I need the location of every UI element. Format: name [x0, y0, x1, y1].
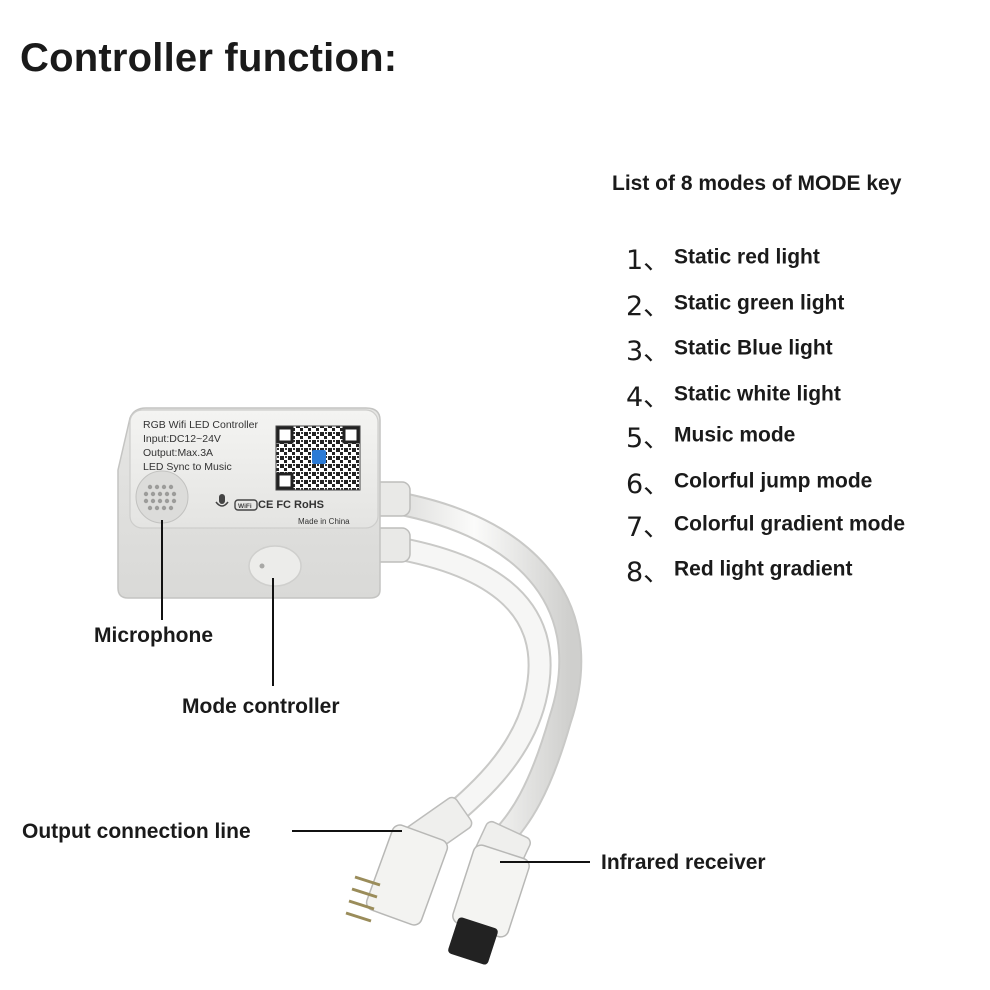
microphone-callout: Microphone — [94, 624, 213, 647]
mode-item: 6、Colorful jump mode — [626, 462, 872, 501]
wifi-icon: WiFi — [234, 499, 258, 511]
made-in-label: Made in China — [298, 517, 350, 526]
qr-code — [275, 425, 361, 491]
microphone-grille — [135, 470, 189, 524]
controller-box: RGB Wifi LED Controller Input:DC12~24V O… — [117, 407, 381, 599]
mode-number: 2、 — [626, 291, 671, 322]
output-line-callout: Output connection line — [22, 820, 251, 843]
mode-list: 1、Static red light 2、Static green light … — [626, 0, 986, 600]
cables — [366, 481, 583, 852]
mode-item: 2、Static green light — [626, 284, 844, 323]
mode-number: 3、 — [626, 336, 671, 367]
mode-item: 5、Music mode — [626, 416, 795, 455]
mode-button[interactable] — [248, 545, 302, 587]
mode-number: 6、 — [626, 469, 671, 500]
page-title: Controller function: — [20, 36, 398, 80]
leader-lines — [161, 520, 590, 863]
device-label: RGB Wifi LED Controller Input:DC12~24V O… — [143, 419, 350, 526]
svg-text:WiFi: WiFi — [238, 503, 252, 510]
mode-number: 7、 — [626, 512, 671, 543]
mode-label: Colorful gradient mode — [674, 512, 905, 536]
mode-label: Colorful jump mode — [674, 469, 873, 493]
output-connector — [345, 796, 473, 926]
modes-heading: List of 8 modes of MODE key — [612, 172, 902, 195]
mode-label: Static white light — [674, 382, 841, 406]
mode-controller-callout: Mode controller — [182, 695, 340, 718]
infrared-callout: Infrared receiver — [601, 851, 766, 874]
mode-number: 8、 — [626, 557, 671, 588]
mode-number: 4、 — [626, 382, 671, 413]
mode-item: 8、Red light gradient — [626, 550, 853, 589]
device-label-line: Input:DC12~24V — [143, 433, 221, 445]
microphone-icon — [215, 494, 229, 507]
infrared-connector — [448, 820, 531, 965]
mode-label: Static Blue light — [674, 336, 833, 360]
device-label-line: Output:Max.3A — [143, 447, 213, 459]
mode-label: Music mode — [674, 423, 796, 447]
mode-label: Static red light — [674, 245, 820, 269]
mode-label: Red light gradient — [674, 557, 853, 581]
device-label-line: RGB Wifi LED Controller — [143, 419, 258, 431]
mode-number: 5、 — [626, 423, 671, 454]
device-label-line: LED Sync to Music — [143, 461, 232, 473]
mode-item: 7、Colorful gradient mode — [626, 505, 905, 544]
mode-item: 3、Static Blue light — [626, 329, 833, 368]
mode-number: 1、 — [626, 245, 671, 276]
mode-item: 1、Static red light — [626, 238, 820, 277]
mode-item: 4、Static white light — [626, 375, 841, 414]
certification-marks: CE FC RoHS — [258, 499, 324, 511]
mode-label: Static green light — [674, 291, 845, 315]
